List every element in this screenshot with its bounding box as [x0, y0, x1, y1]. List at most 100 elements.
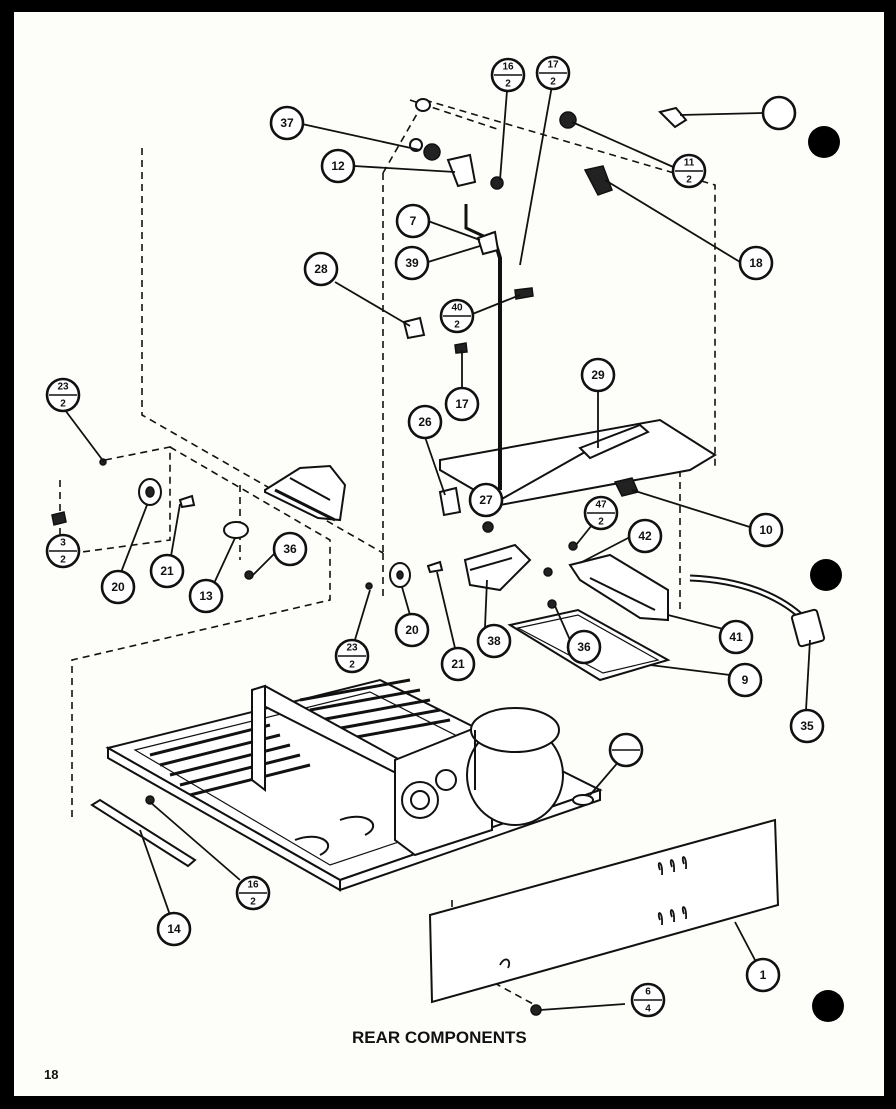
drain-bracket: [463, 543, 532, 592]
callout-23-2-right-den: 2: [349, 660, 355, 671]
page-number: 18: [44, 1067, 58, 1082]
callout-17-2-num: 17: [547, 60, 559, 71]
power-cord: [689, 574, 826, 648]
diagram-caption: REAR COMPONENTS: [352, 1028, 527, 1047]
machine-compartment: [105, 678, 603, 892]
callout-39: 39: [394, 245, 430, 281]
callout-20-right: 20: [394, 612, 430, 648]
callout-38-label: 38: [487, 634, 501, 648]
callout-31: [761, 95, 797, 131]
callout-36-left-label: 36: [283, 542, 297, 556]
callout-21-right: 21: [440, 646, 476, 682]
callout-40-2-num: 40: [451, 303, 463, 314]
evaporator-cover: [439, 418, 717, 507]
callout-23-2-left-num: 23: [57, 382, 69, 393]
fan-shroud: [264, 464, 347, 522]
callout-1-label: 1: [760, 968, 767, 982]
callout-13-label: 14: [167, 922, 181, 936]
callout-37: 37: [269, 105, 305, 141]
callout-11-2-num: 11: [684, 158, 695, 169]
callout-18: 18: [738, 245, 774, 281]
callout-35-label: 35: [800, 719, 814, 733]
callout-27: 27: [468, 482, 504, 518]
callout-42: 42: [627, 518, 663, 554]
callout-18-label: 18: [749, 256, 763, 270]
callout-23-2-left-den: 2: [60, 399, 66, 410]
callout-7: 7: [395, 203, 431, 239]
callout-17-label: 17: [455, 397, 469, 411]
callout-36-tray-label: 36: [577, 640, 591, 654]
callout-29: 29: [580, 357, 616, 393]
callout-12: 12: [320, 148, 356, 184]
leader-lines: [64, 77, 811, 1011]
callout-23-2-left: 23 2: [45, 377, 81, 413]
callout-6-4: 64: [630, 982, 666, 1018]
callout-9-label: 9: [742, 673, 749, 687]
callout-6-4-den: 4: [645, 1004, 651, 1015]
callout-16-2-top: 16 2: [490, 57, 526, 93]
callout-16-2-top-num: 16: [502, 62, 514, 73]
defrost-heater: [568, 553, 669, 622]
hardware-parts: [51, 98, 688, 609]
rear-access-panel: [428, 818, 780, 1016]
callout-37-label: 37: [280, 116, 294, 130]
callout-40-2-den: 2: [454, 320, 460, 331]
callout-47-2-num: 47: [595, 500, 607, 511]
callout-17-2-den: 2: [550, 77, 556, 88]
callout-35: 35: [789, 708, 825, 744]
callout-28-label: 28: [314, 262, 328, 276]
callout-21-left: 21: [149, 553, 185, 589]
callout-10: 10: [748, 512, 784, 548]
callout-23-2-right: 23 2: [334, 638, 370, 674]
callout-16-2-top-den: 2: [505, 79, 511, 90]
callout-17-2: 17 2: [535, 55, 571, 91]
callout-16-2-bottom-den: 2: [250, 897, 256, 908]
callout-10-label: 10: [759, 523, 773, 537]
callout-20-right-label: 20: [405, 623, 419, 637]
callout-21-left-label: 21: [160, 564, 174, 578]
callout-23-2-right-num: 23: [346, 643, 358, 654]
binder-hole-top: [808, 126, 840, 158]
callout-26-label: 26: [418, 415, 432, 429]
callout-28: 28: [303, 251, 339, 287]
callouts: 37 12 162 172 112 18 7 39 28 402 17 29 2…: [45, 55, 825, 1018]
callout-1: 1: [745, 957, 781, 993]
callout-3-2-den: 2: [60, 555, 66, 566]
callout-41-label: 41: [729, 630, 743, 644]
callout-38: 38: [476, 623, 512, 659]
callout-12-label: 12: [331, 159, 345, 173]
callout-20-left-label: 20: [111, 580, 125, 594]
callout-13: 14: [156, 911, 192, 947]
callout-47-2-den: 2: [598, 517, 604, 528]
callout-27-label: 27: [479, 493, 493, 507]
binder-hole-middle: [810, 559, 842, 591]
callout-21-right-label: 21: [451, 657, 465, 671]
callout-16-2-bottom-num: 16: [247, 880, 259, 891]
callout-9: 9: [727, 662, 763, 698]
callout-26: 26: [407, 404, 443, 440]
callout-3-2: 32: [45, 533, 81, 569]
base-rail: [90, 795, 197, 868]
callout-33-2: [608, 732, 644, 768]
callout-36-left: 36: [272, 531, 308, 567]
callout-6-4-num: 6: [645, 987, 651, 998]
callout-14: 13: [188, 578, 224, 614]
binder-hole-bottom: [812, 990, 844, 1022]
callout-42-label: 42: [638, 529, 652, 543]
callout-20-left: 20: [100, 569, 136, 605]
callout-7-label: 7: [410, 214, 417, 228]
callout-17: 17: [444, 386, 480, 422]
callout-40-2: 40 2: [439, 298, 475, 334]
callout-14-label: 13: [199, 589, 213, 603]
callout-11-2: 11 2: [671, 153, 707, 189]
callout-41: 41: [718, 619, 754, 655]
callout-3-2-num: 3: [60, 538, 66, 549]
callout-47-2: 47 2: [583, 495, 619, 531]
callout-39-label: 39: [405, 256, 419, 270]
callout-11-2-den: 2: [686, 175, 692, 186]
callout-29-label: 29: [591, 368, 605, 382]
callout-16-2-bottom: 16 2: [235, 875, 271, 911]
callout-36-tray: 36: [566, 629, 602, 665]
